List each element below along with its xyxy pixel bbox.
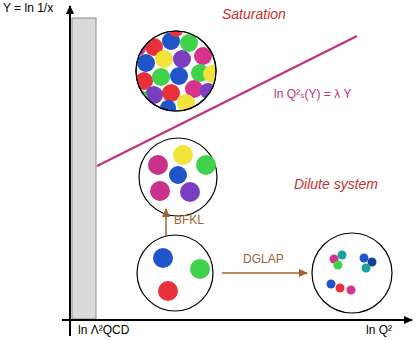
saturation-line [97,36,357,166]
dilute-proton [139,138,217,216]
confinement-band [72,18,96,319]
initial-proton [137,235,213,311]
saturated-proton [130,23,221,116]
resolved-proton [312,233,392,313]
x-axis-label: ln Q² [366,324,392,338]
y-axis-label: Y = ln 1/x [3,2,53,16]
x-axis [62,319,412,321]
x-axis-tick-label: ln Λ²QCD [78,324,129,338]
dglap-arrow [222,272,307,274]
line-label: ln Q²ₛ(Y) = λ Y [274,88,352,102]
arrow-label: BFKL [174,214,204,228]
y-axis [69,6,71,336]
bfkl-arrow [165,209,167,236]
region-label: Dilute system [294,176,378,192]
region-label: Saturation [222,6,286,22]
arrow-label: DGLAP [243,253,284,267]
